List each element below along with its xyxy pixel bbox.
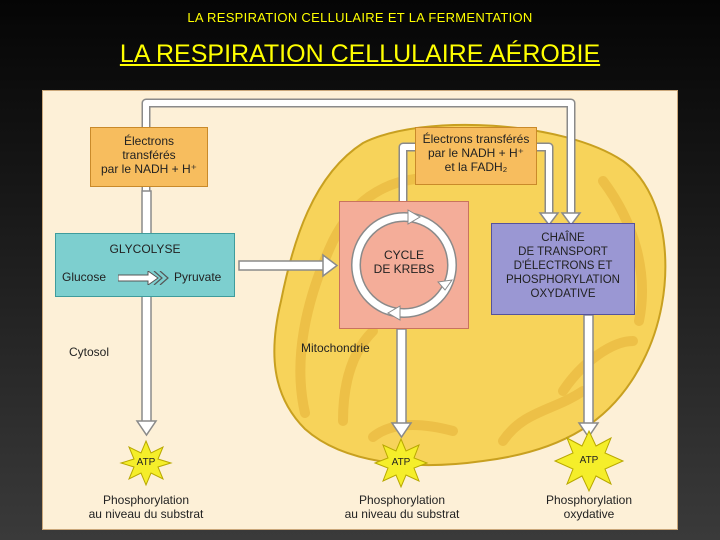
atp-burst-1 <box>119 439 173 487</box>
electrons-nadh-fadh-box: Électrons transférés par le NADH + H⁺ et… <box>415 127 537 185</box>
cytosol-label: Cytosol <box>69 345 110 359</box>
chaine-box: CHAÎNE DE TRANSPORT D'ÉLECTRONS ET PHOSP… <box>491 223 635 315</box>
atp-burst-2 <box>373 437 429 489</box>
krebs-box: CYCLE DE KREBS <box>339 201 469 329</box>
mitochondrie-label: Mitochondrie <box>301 341 370 355</box>
slide-title: LA RESPIRATION CELLULAIRE AÉROBIE <box>119 40 601 68</box>
electrons-nadh-box: Électrons transférés par le NADH + H⁺ <box>90 127 208 187</box>
krebs-label: CYCLE DE KREBS <box>373 248 435 276</box>
atp-label-1: ATP <box>136 457 156 468</box>
atp-label-3: ATP <box>579 455 599 466</box>
slide-header: LA RESPIRATION CELLULAIRE ET LA FERMENTA… <box>187 10 533 25</box>
krebs-cycle-arrows <box>351 209 457 321</box>
phosphorylation-substrat-2: Phosphorylation au niveau du substrat <box>344 493 460 521</box>
arrow-top-long-head <box>560 212 582 227</box>
arrow-pyruvate-krebs-head <box>322 253 339 278</box>
glucose-label: Glucose <box>62 270 107 284</box>
pyruvate-label: Pyruvate <box>174 270 222 284</box>
arrow-chain-atp-head <box>577 422 600 439</box>
glycolyse-steps-arrow <box>118 271 169 285</box>
atp-label-2: ATP <box>391 457 411 468</box>
phosphorylation-substrat-1: Phosphorylation au niveau du substrat <box>88 493 204 521</box>
arrow-glyco-atp-head <box>135 420 158 437</box>
diagram-panel: Électrons transférés par le NADH + H⁺ Él… <box>42 90 678 530</box>
arrow-krebs-atp-head <box>390 422 413 439</box>
glycolyse-title: GLYCOLYSE <box>109 242 181 256</box>
atp-burst-3 <box>553 429 625 493</box>
glycolyse-box: GLYCOLYSE Glucose Pyruvate <box>55 233 235 297</box>
phosphorylation-oxydative: Phosphorylation oxydative <box>545 493 633 521</box>
